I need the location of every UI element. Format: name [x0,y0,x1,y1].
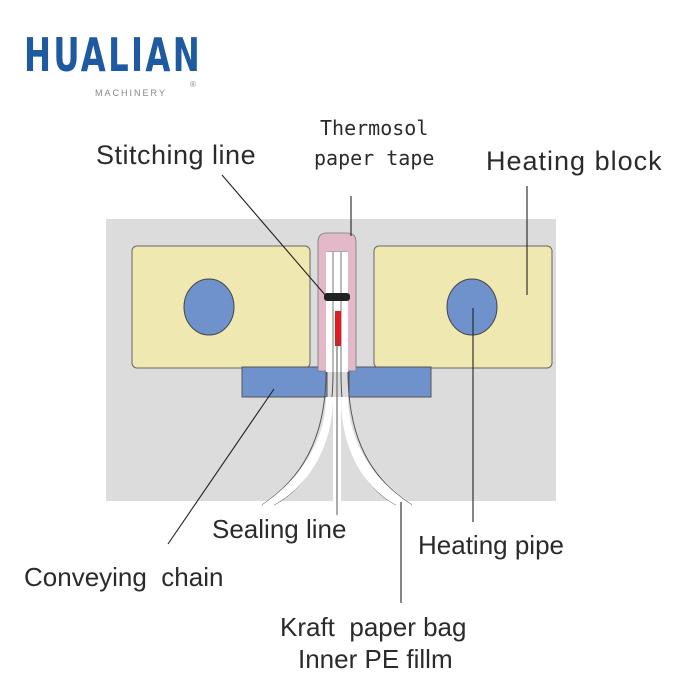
logo-brand: HUALIAN [24,28,203,82]
stitching-line-mark [324,293,350,301]
bag-fill-right [341,397,412,505]
heating-pipe-left [183,278,235,336]
label-kraft-paper-bag: Kraft paper bag [280,612,467,642]
logo-registered: ® [190,80,196,89]
leader-conveying [167,388,275,545]
label-thermosol-1: Thermosol [320,116,429,140]
label-heating-block: Heating block [486,146,663,176]
conveying-chain-left [241,366,328,398]
label-sealing-line: Sealing line [212,514,347,544]
bag-fill-left [262,397,333,505]
label-thermosol-2: paper tape [314,146,435,170]
logo-subtitle: MACHINERY [95,88,167,98]
heating-pipe-right [446,278,498,336]
thermosol-tape [317,232,357,372]
leader-stitching [221,174,327,297]
label-conveying-chain: Conveying chain [24,562,224,592]
label-heating-pipe: Heating pipe [418,530,564,560]
label-inner-pe-film: Inner PE fillm [298,644,453,674]
label-stitching-line: Stitching line [96,140,257,170]
sealing-line-mark [335,311,341,346]
conveying-chain-right [348,366,432,398]
